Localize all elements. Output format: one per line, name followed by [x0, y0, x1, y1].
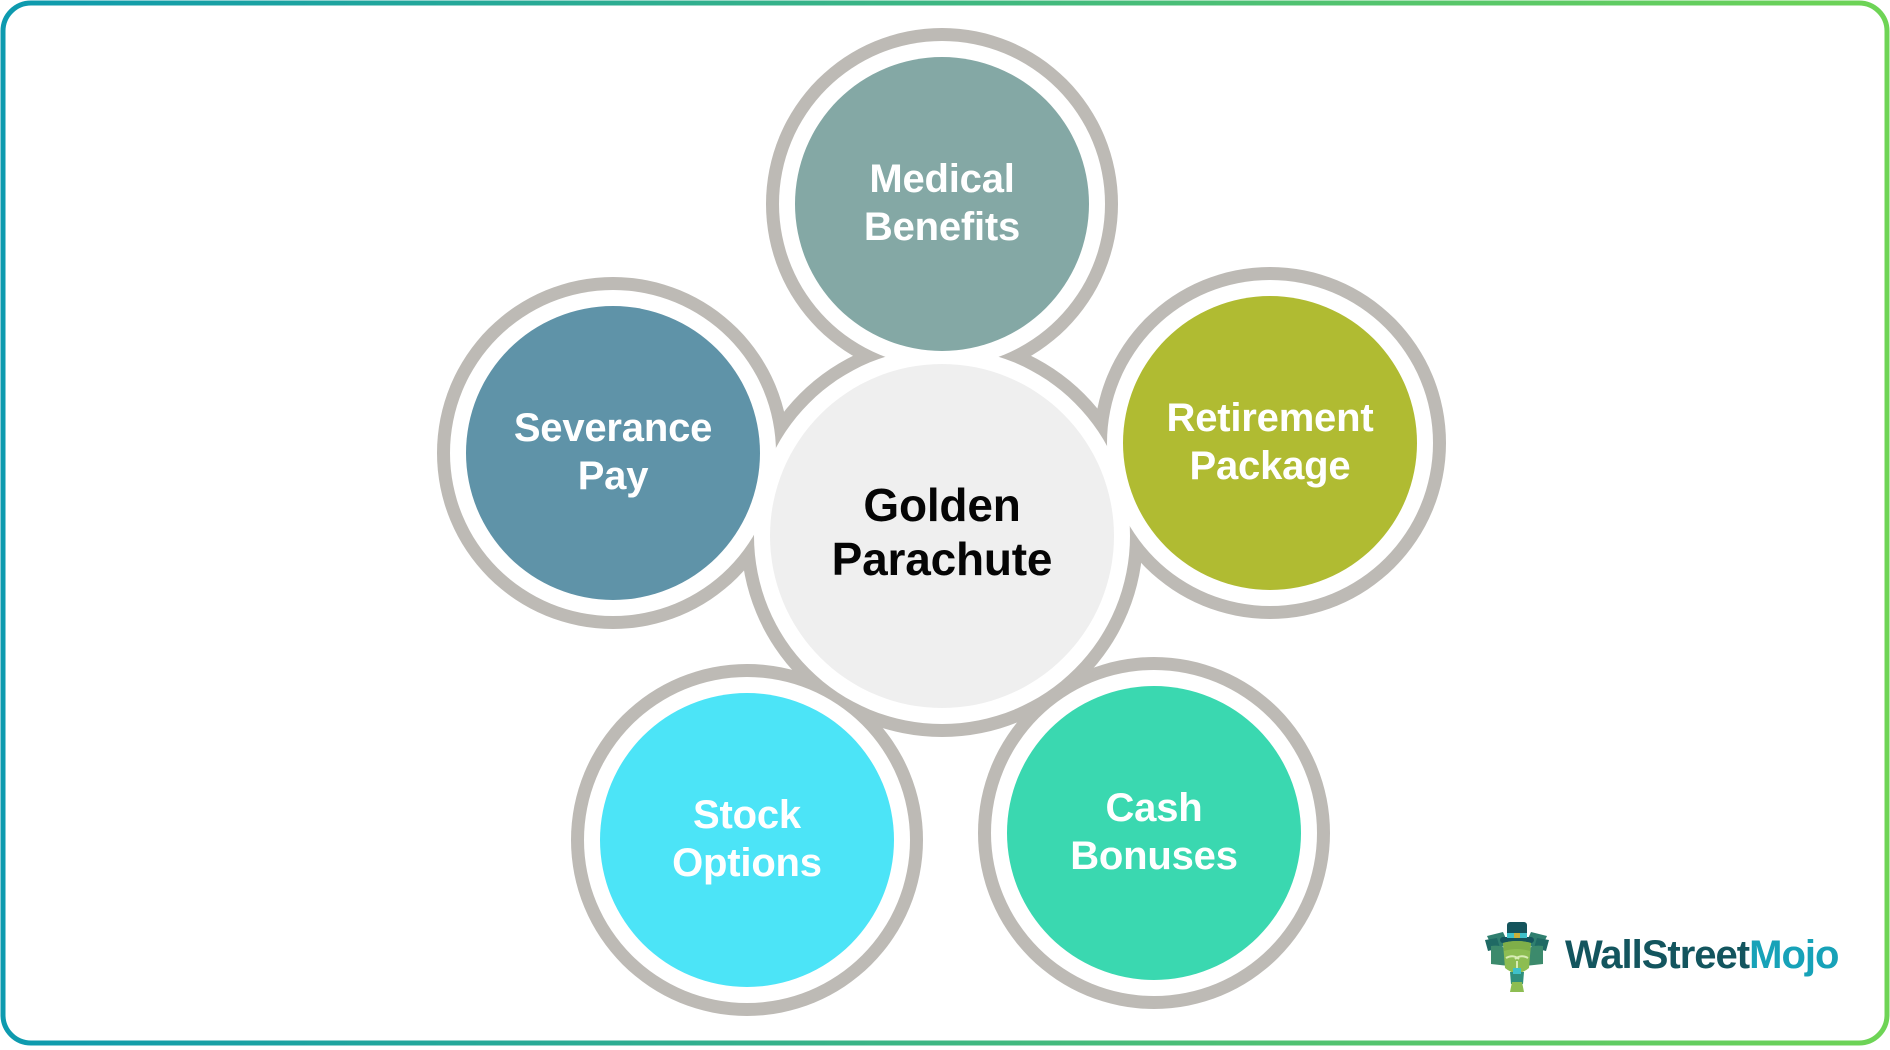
- petal-disc-retirement-package: [1123, 296, 1417, 590]
- logo-word-accent: Mojo: [1749, 933, 1839, 977]
- petal-disc-cash-bonuses: [1007, 686, 1301, 980]
- wallstreetmojo-logo[interactable]: WallStreetMojo: [1483, 918, 1839, 992]
- petal-disc-stock-options: [600, 693, 894, 987]
- petal-disc-medical-benefits: [795, 57, 1089, 351]
- petal-disc-severance-pay: [466, 306, 760, 600]
- logo-word-primary: WallStreet: [1565, 933, 1750, 977]
- logo-wordmark: WallStreetMojo: [1565, 933, 1839, 977]
- bull-mascot-top-hat-icon: [1485, 922, 1549, 992]
